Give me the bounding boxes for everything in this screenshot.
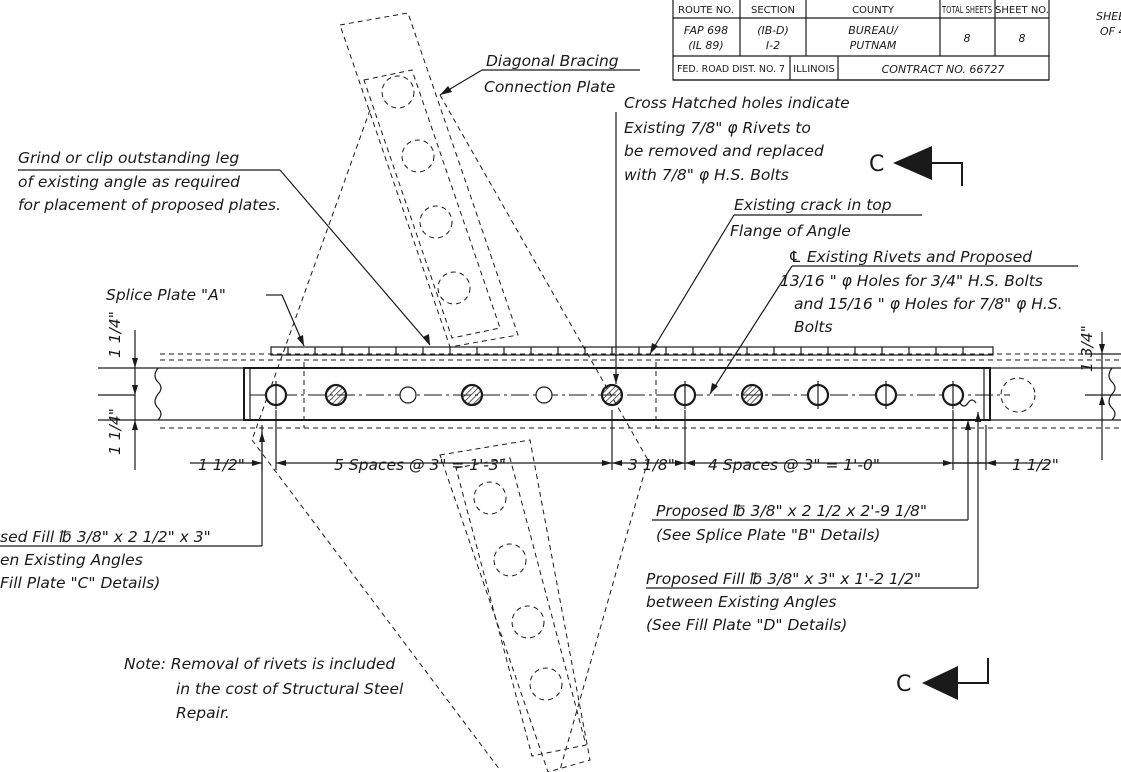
dim-left-bottom: 1 1/4" [106, 408, 124, 455]
sheet-of-label: OF 4 [1100, 25, 1121, 38]
section-letter-top: C [869, 152, 884, 177]
note-plate-b-2: (See Splice Plate "B" Details) [656, 526, 880, 544]
section-mark-top: C [869, 146, 963, 186]
note-fill-d-2: between Existing Angles [646, 593, 836, 611]
hatched-rivet-7 [740, 383, 764, 407]
notes: Diagonal Bracing Connection Plate Cross … [0, 52, 1063, 722]
break-right [1108, 367, 1116, 421]
section-line2: I-2 [766, 39, 780, 52]
note-diag-bracing-2: Connection Plate [484, 78, 615, 96]
diagonal-bracing-lower [439, 439, 591, 772]
dimension-texts: 1 1/4" 1 1/4" 1 3/4" 1 1/2" 1 1/2" 5 Spa… [106, 311, 1096, 474]
note-diag-bracing-1: Diagonal Bracing [486, 52, 619, 70]
hdr-county: COUNTY [852, 5, 895, 16]
hatched-rivet-1 [324, 383, 348, 407]
hole-row [264, 381, 965, 409]
note-grind-1: Grind or clip outstanding leg [18, 149, 239, 167]
hatched-rivet-3 [460, 383, 484, 407]
break-left [154, 367, 162, 421]
note-centerline-3: and 15/16 " φ Holes for 7/8" φ H.S. [794, 295, 1063, 313]
contract-no: CONTRACT NO. 66727 [882, 63, 1005, 76]
county-line1: BUREAU/ [848, 24, 899, 37]
note-fill-d-1: Proposed Fill ℔ 3/8" x 3" x 1'-2 1/2" [646, 570, 921, 588]
note-removal-2: in the cost of Structural Steel [176, 680, 404, 698]
rivet-2 [399, 386, 417, 404]
hdr-route: ROUTE NO. [678, 5, 734, 16]
dim-4-spaces: 4 Spaces @ 3" = 1'-0" [708, 456, 880, 474]
rivet-4 [535, 386, 553, 404]
dim-left-top: 1 1/4" [106, 311, 124, 358]
note-crack-2: Flange of Angle [730, 222, 851, 240]
dim-5-spaces: 5 Spaces @ 3" = 1'-3" [334, 456, 506, 474]
note-cross-hatched-2: Existing 7/8" φ Rivets to [624, 119, 811, 137]
dim-edge-right: 1 1/2" [1012, 456, 1059, 474]
note-cross-hatched-4: with 7/8" φ H.S. Bolts [624, 166, 789, 184]
title-block: ROUTE NO. SECTION COUNTY TOTAL SHEETS SH… [672, 0, 1121, 81]
note-fill-c-1: sed Fill ℔ 3/8" x 2 1/2" x 3" [0, 528, 211, 546]
note-grind-3: for placement of proposed plates. [18, 196, 281, 214]
splice-plate-a [270, 346, 994, 356]
note-fill-c-2: en Existing Angles [0, 551, 143, 569]
total-sheets-value: 8 [964, 32, 971, 45]
note-crack-1: Existing crack in top [734, 196, 892, 214]
hdr-total-sheets: TOTAL SHEETS [941, 5, 992, 16]
diagonal-bracing-upper [339, 12, 519, 348]
note-grind-2: of existing angle as required [18, 173, 240, 191]
section-line1: (IB-D) [757, 24, 789, 37]
hdr-sheet-no: SHEET NO. [995, 5, 1049, 16]
dim-edge-left: 1 1/2" [198, 456, 245, 474]
note-fill-c-3: Fill Plate "C" Details) [0, 574, 160, 592]
member-angle [154, 353, 1121, 429]
dimension-lines [98, 330, 1121, 470]
note-centerline-4: Bolts [794, 318, 833, 336]
section-letter-bottom: C [896, 672, 911, 697]
splice-plate-a-ticks [287, 347, 964, 355]
county-line2: PUTNAM [850, 39, 897, 52]
state-name: ILLINOIS [793, 64, 835, 75]
note-fill-d-3: (See Fill Plate "D" Details) [646, 616, 847, 634]
note-splice-a: Splice Plate "A" [106, 286, 226, 304]
route-line2: (IL 89) [688, 39, 723, 52]
note-removal-3: Repair. [176, 704, 230, 722]
sheet-label: SHEET [1096, 10, 1121, 23]
crack-mark [959, 399, 977, 407]
sheet-no-value: 8 [1019, 32, 1026, 45]
note-cross-hatched-1: Cross Hatched holes indicate [624, 94, 850, 112]
dim-right-top: 1 3/4" [1078, 325, 1096, 372]
splice-plate-b [243, 362, 991, 428]
note-plate-b-1: Proposed ℔ 3/8" x 2 1/2 x 2'-9 1/8" [656, 502, 927, 520]
note-centerline-1: ℄ Existing Rivets and Proposed [788, 248, 1032, 266]
route-line1: FAP 698 [684, 24, 728, 37]
existing-hole-beyond [1000, 377, 1036, 413]
leader-lines [0, 69, 1078, 589]
note-cross-hatched-3: be removed and replaced [624, 142, 824, 160]
fed-road-dist: FED. ROAD DIST. NO. 7 [677, 64, 785, 75]
note-centerline-2: 13/16 " φ Holes for 3/4" H.S. Bolts [780, 272, 1043, 290]
dim-gap: 3 1/8" [628, 456, 675, 474]
hdr-section: SECTION [751, 5, 795, 16]
section-mark-bottom: C [896, 658, 989, 700]
note-removal-1: Note: Removal of rivets is included [124, 655, 395, 673]
hatched-rivet-5 [600, 383, 624, 407]
